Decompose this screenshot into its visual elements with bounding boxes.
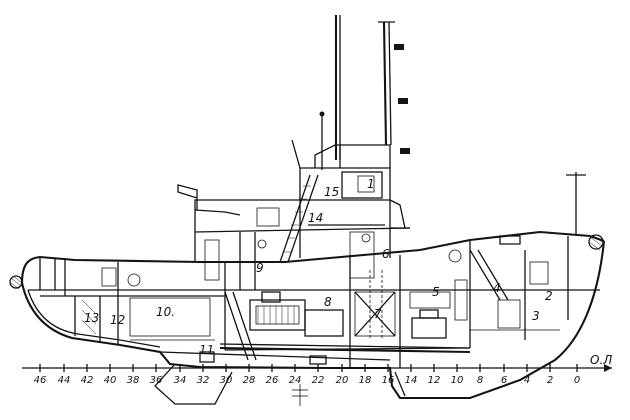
label-9: 9 [256, 261, 264, 275]
label-5: 5 [432, 285, 440, 299]
frame-number-36: 36 [150, 375, 163, 386]
frame-number-30: 30 [220, 375, 233, 386]
superstructure [194, 144, 411, 290]
frame-number-44: 44 [58, 375, 71, 386]
label-8: 8 [324, 295, 332, 309]
frame-number-12: 12 [428, 375, 441, 386]
label-2: 2 [545, 289, 553, 303]
label-15: 15 [324, 185, 339, 199]
frame-number-14: 14 [405, 375, 418, 386]
midship-mark [292, 384, 308, 406]
label-11: 11 [199, 343, 214, 357]
frame-number-28: 28 [243, 375, 256, 386]
main-deck [28, 236, 600, 368]
label-13: 13 [84, 311, 99, 325]
baseline-label: О.Л [590, 353, 612, 367]
frame-number-18: 18 [359, 375, 372, 386]
frame-number-22: 22 [312, 375, 325, 386]
frame-number-16: 16 [382, 375, 395, 386]
label-10: 10. [156, 305, 175, 319]
frame-number-2: 2 [547, 375, 553, 386]
frame-number-26: 26 [266, 375, 279, 386]
frame-number-24: 24 [289, 375, 302, 386]
frame-number-10: 10 [451, 375, 464, 386]
label-4: 4 [493, 281, 501, 295]
frame-number-42: 42 [81, 375, 94, 386]
label-12: 12 [110, 313, 125, 327]
label-7: 7 [374, 307, 382, 321]
frame-number-8: 8 [477, 375, 483, 386]
compartment-labels: 1 2 3 4 5 6 7 8 9 10. 11 12 13 14 15 [84, 177, 553, 357]
label-14: 14 [308, 211, 323, 225]
frame-number-46: 46 [34, 375, 47, 386]
label-1: 1 [367, 177, 375, 191]
frame-number-32: 32 [197, 375, 210, 386]
frame-number-6: 6 [501, 375, 507, 386]
frame-number-38: 38 [127, 375, 140, 386]
frame-number-40: 40 [104, 375, 117, 386]
ladders [224, 174, 509, 361]
label-6: 6 [382, 247, 390, 261]
frame-number-34: 34 [174, 375, 187, 386]
label-3: 3 [532, 309, 540, 323]
engine-machinery [199, 270, 471, 365]
frame-number-4: 4 [524, 375, 530, 386]
masts [177, 15, 586, 235]
tank-details [39, 233, 549, 337]
frame-number-20: 20 [336, 375, 349, 386]
frame-number-0: 0 [574, 375, 580, 386]
